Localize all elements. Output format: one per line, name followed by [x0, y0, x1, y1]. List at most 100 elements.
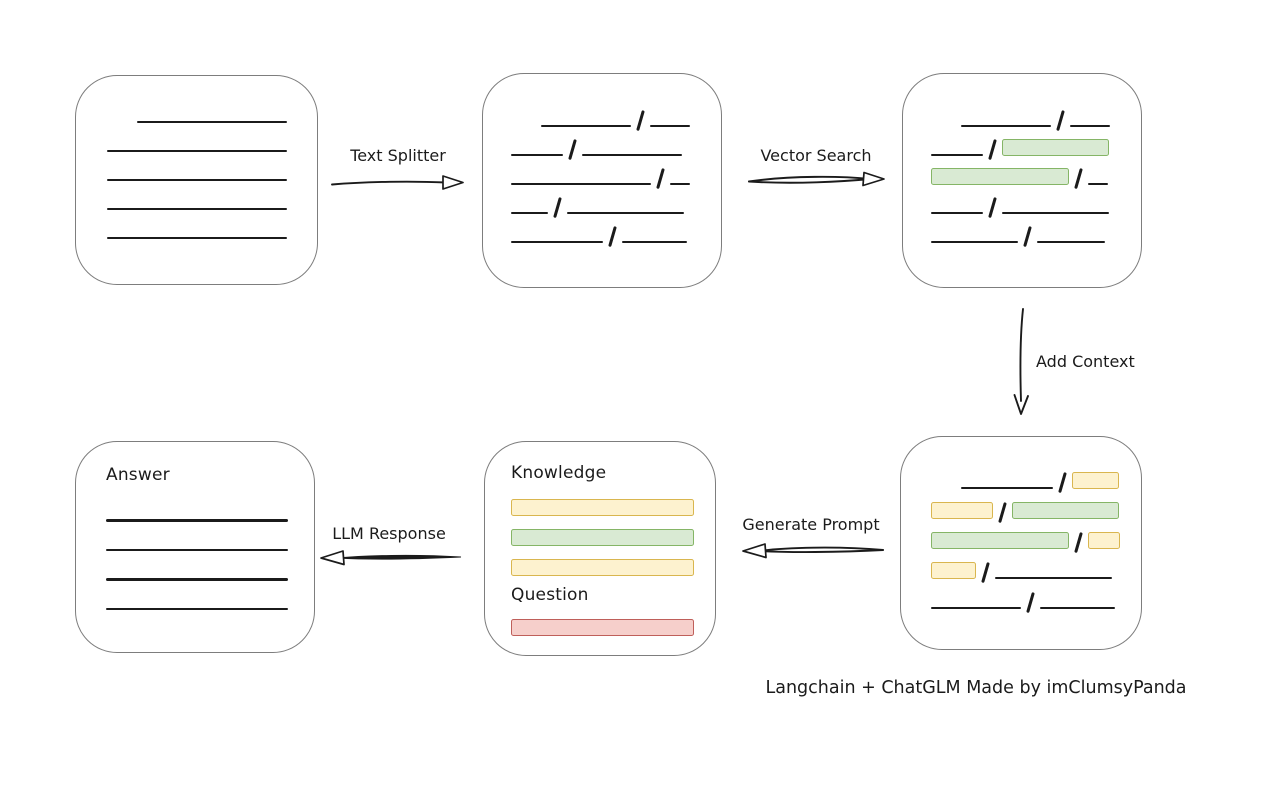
text-line — [511, 240, 603, 243]
text-line — [581, 153, 682, 156]
text-line — [106, 519, 288, 522]
chunk-row — [931, 579, 1141, 613]
text-line — [1069, 124, 1110, 127]
text-line — [961, 124, 1051, 127]
green-chunk — [931, 532, 1069, 549]
text-line — [1039, 606, 1115, 609]
context-chunks-box — [900, 436, 1142, 650]
slash-separator — [608, 226, 617, 247]
generate-prompt-arrow — [737, 539, 885, 563]
red-chunk — [511, 619, 694, 636]
yellow-chunk — [931, 562, 976, 579]
chunk-row — [931, 156, 1141, 189]
chunk-row — [511, 546, 715, 576]
yellow-chunk — [1087, 532, 1120, 549]
chunk-row — [107, 94, 317, 123]
vector-search-results-box — [902, 73, 1142, 288]
indent-spacer — [511, 126, 541, 127]
chunk-row — [107, 152, 317, 181]
text-line — [1087, 182, 1108, 185]
text-line — [669, 182, 690, 185]
yellow-chunk — [1071, 472, 1119, 489]
chunk-row — [511, 606, 715, 636]
prompt-box: Knowledge Question — [484, 441, 716, 656]
chunk-row — [931, 185, 1141, 218]
text-line — [511, 182, 651, 185]
yellow-chunk — [511, 559, 694, 576]
add-context-arrow — [1008, 307, 1034, 419]
chunk-row — [511, 516, 715, 546]
answer-box: Answer — [75, 441, 315, 653]
green-chunk — [1001, 139, 1109, 156]
chunk-row — [511, 214, 721, 247]
chunk-row — [106, 581, 314, 610]
chunk-row — [106, 492, 314, 522]
arrow-left-icon — [742, 543, 884, 559]
text-line — [1001, 211, 1109, 214]
chunk-row — [511, 486, 715, 516]
text-line — [566, 211, 684, 214]
indent-spacer — [931, 488, 961, 489]
arrow-right-icon — [748, 171, 885, 187]
llm-response-label: LLM Response — [332, 524, 446, 543]
text-splitter-label: Text Splitter — [350, 146, 446, 165]
vector-search-arrow — [746, 167, 888, 191]
text-line — [621, 240, 687, 243]
text-line — [931, 240, 1018, 243]
text-line — [137, 120, 287, 123]
text-line — [931, 211, 983, 214]
chunk-row — [931, 519, 1141, 553]
chunk-row — [107, 210, 317, 239]
generate-prompt-label: Generate Prompt — [742, 515, 880, 534]
slash-separator — [1023, 226, 1032, 247]
indent-spacer — [931, 126, 961, 127]
question-bar — [511, 606, 715, 636]
chunk-row — [511, 185, 721, 218]
chunk-row — [931, 549, 1141, 583]
add-context-label: Add Context — [1036, 352, 1135, 371]
chunk-row — [107, 181, 317, 210]
slash-separator — [1026, 592, 1035, 613]
text-line — [107, 149, 287, 152]
text-line — [931, 606, 1021, 609]
chunk-row — [931, 459, 1141, 493]
llm-response-arrow — [315, 546, 463, 570]
answer-label: Answer — [106, 465, 170, 485]
split-chunks-box — [482, 73, 722, 288]
knowledge-label: Knowledge — [511, 463, 607, 483]
knowledge-bars — [511, 486, 715, 576]
text-line — [649, 124, 690, 127]
chunk-row — [931, 489, 1141, 523]
chunk-row — [931, 127, 1141, 160]
chunk-row — [106, 522, 314, 551]
text-line — [1036, 240, 1105, 243]
arrow-left-icon — [320, 550, 462, 566]
chunk-row — [931, 98, 1141, 131]
answer-lines — [106, 492, 314, 610]
chunk-row — [931, 214, 1141, 247]
text-splitter-arrow — [330, 171, 466, 193]
text-line — [107, 178, 287, 181]
chunk-row — [511, 156, 721, 189]
text-line — [961, 486, 1053, 489]
green-chunk — [511, 529, 694, 546]
credit-caption: Langchain + ChatGLM Made by imClumsyPand… — [765, 678, 1187, 698]
arrow-right-icon — [331, 175, 464, 190]
text-line — [107, 207, 287, 210]
text-line — [106, 548, 288, 551]
source-document-box — [75, 75, 318, 285]
chunk-row — [106, 551, 314, 581]
text-line — [511, 211, 548, 214]
text-line — [994, 576, 1112, 579]
green-chunk — [931, 168, 1069, 185]
chunk-row — [511, 98, 721, 131]
text-line — [931, 153, 983, 156]
text-line — [107, 236, 287, 239]
text-line — [106, 607, 288, 610]
arrow-down-icon — [1013, 308, 1029, 415]
yellow-chunk — [511, 499, 694, 516]
text-line — [541, 124, 631, 127]
chunk-row — [511, 127, 721, 160]
text-line — [511, 153, 563, 156]
